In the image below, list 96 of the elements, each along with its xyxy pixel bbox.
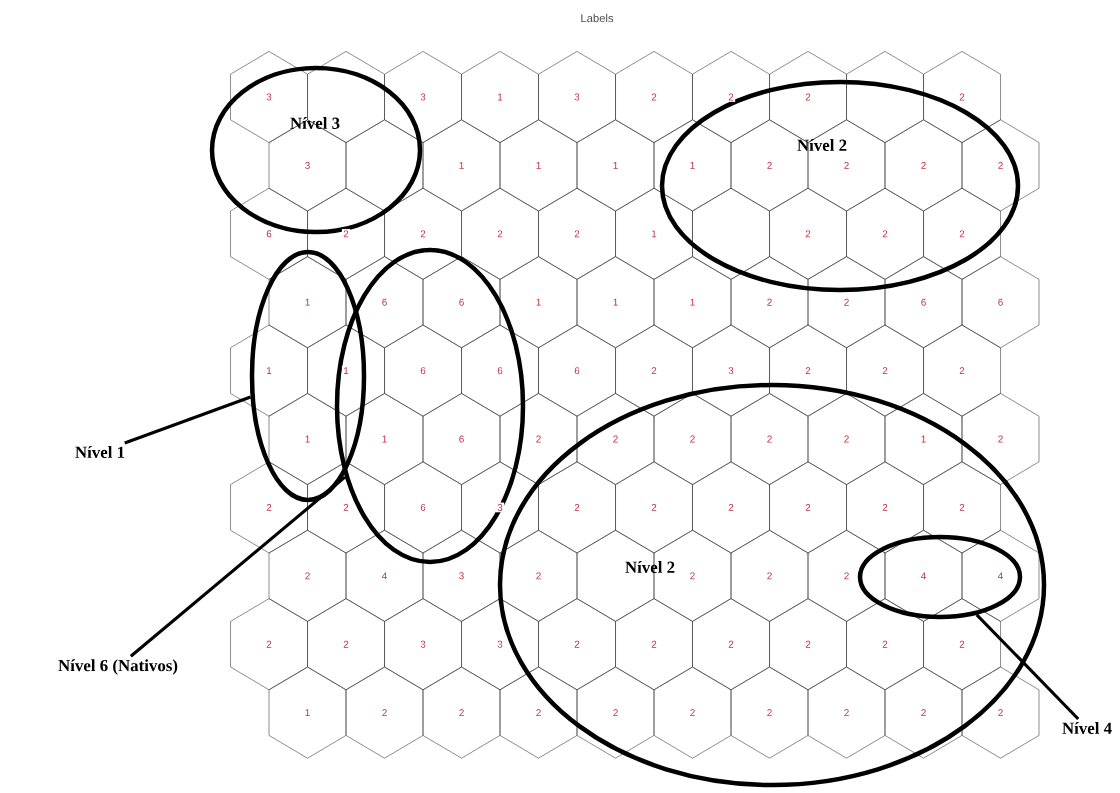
cell-value: 3: [572, 92, 582, 102]
cell-value: 2: [688, 570, 697, 581]
leader-line: [124, 395, 252, 445]
cell-value: 2: [996, 707, 1005, 718]
cell-value: 2: [534, 570, 543, 581]
level-label: Nível 4: [1062, 722, 1112, 734]
cell-value: 1: [611, 297, 620, 307]
cell-value: 2: [996, 160, 1005, 171]
cell-value: 3: [726, 365, 736, 376]
cell-value: 2: [572, 502, 582, 513]
cell-value: 2: [803, 92, 813, 102]
cell-value: 2: [457, 707, 466, 718]
cell-value: 1: [303, 707, 312, 718]
cell-value: 6: [380, 297, 389, 308]
cell-value: 2: [341, 228, 351, 239]
cell-value: 3: [495, 502, 505, 513]
cell-value: 2: [842, 707, 851, 718]
cell-value: 6: [495, 365, 505, 376]
cell-value: 2: [803, 502, 813, 513]
cell-value: 2: [341, 639, 351, 650]
cell-value: 1: [341, 365, 351, 376]
cell-value: 2: [649, 365, 659, 376]
cell-value: 2: [880, 365, 890, 376]
cell-value: 2: [765, 434, 774, 444]
cell-value: 1: [919, 434, 928, 444]
level-label: Nível 6 (Nativos): [58, 659, 178, 675]
cell-value: 1: [303, 434, 312, 444]
cell-value: 2: [880, 228, 890, 239]
cell-value: 2: [380, 707, 389, 718]
cell-value: 2: [688, 434, 697, 444]
cell-value: 2: [996, 434, 1005, 444]
cell-value: 2: [803, 639, 813, 650]
cell-value: 2: [649, 502, 659, 513]
chart-title: Labels: [581, 13, 614, 23]
cell-value: 2: [842, 160, 851, 171]
cell-value: 6: [572, 365, 582, 376]
cell-value: 6: [457, 434, 466, 444]
cell-value: 2: [649, 92, 659, 102]
cell-value: 2: [611, 434, 620, 444]
cell-value: 1: [380, 434, 389, 444]
cluster-ellipse: [334, 247, 526, 565]
cell-value: 2: [303, 570, 312, 581]
cell-value: 2: [726, 639, 736, 650]
cell-value: 1: [534, 297, 543, 307]
cell-value: 3: [495, 639, 505, 650]
cell-value: 6: [418, 502, 428, 513]
cell-value: 3: [418, 639, 428, 650]
cell-value: 2: [880, 639, 890, 650]
cell-value: 2: [919, 160, 928, 171]
cell-value: 2: [957, 228, 967, 239]
cell-value: 3: [303, 160, 312, 171]
cell-value: 2: [765, 160, 774, 171]
cell-value: 2: [649, 639, 659, 650]
cell-value: 2: [572, 639, 582, 650]
cluster-ellipse: [857, 534, 1023, 620]
cell-value: 2: [880, 502, 890, 513]
cell-value: 1: [495, 92, 505, 102]
cell-value: 2: [611, 707, 620, 718]
cell-value: 2: [341, 502, 351, 513]
cell-value: 1: [303, 297, 312, 307]
cell-value: 2: [803, 228, 813, 239]
cell-value: 6: [457, 297, 466, 308]
cell-value: 2: [957, 502, 967, 513]
cell-value: 1: [457, 160, 466, 171]
cell-value: 2: [765, 570, 774, 581]
leader-line: [975, 613, 1080, 721]
cell-value: 4: [919, 571, 928, 581]
cell-value: 1: [611, 160, 620, 171]
cell-value: 2: [534, 707, 543, 718]
cell-value: 6: [418, 365, 428, 376]
cell-value: 2: [957, 92, 967, 102]
cell-value: 1: [649, 229, 659, 239]
cell-value: 3: [264, 92, 274, 102]
cell-value: 2: [842, 434, 851, 444]
cell-value: 2: [726, 92, 736, 102]
cell-value: 2: [957, 639, 967, 650]
cell-value: 3: [457, 570, 466, 581]
cell-value: 2: [688, 707, 697, 718]
leader-line: [129, 476, 346, 658]
cell-value: 4: [996, 571, 1005, 581]
cell-value: 2: [803, 365, 813, 376]
cluster-ellipse: [249, 249, 367, 503]
cell-value: 2: [572, 228, 582, 239]
cell-value: 2: [534, 434, 543, 444]
cell-value: 2: [957, 365, 967, 376]
cell-value: 2: [842, 570, 851, 581]
cell-value: 2: [765, 707, 774, 718]
cell-value: 2: [919, 707, 928, 718]
level-label: Nível 1: [75, 446, 125, 458]
cell-value: 2: [264, 639, 274, 650]
cell-value: 2: [726, 502, 736, 513]
cell-value: 4: [380, 571, 389, 581]
cell-value: 1: [534, 160, 543, 171]
cell-value: 2: [495, 228, 505, 239]
cell-value: 1: [264, 365, 274, 376]
cell-value: 1: [688, 160, 697, 171]
